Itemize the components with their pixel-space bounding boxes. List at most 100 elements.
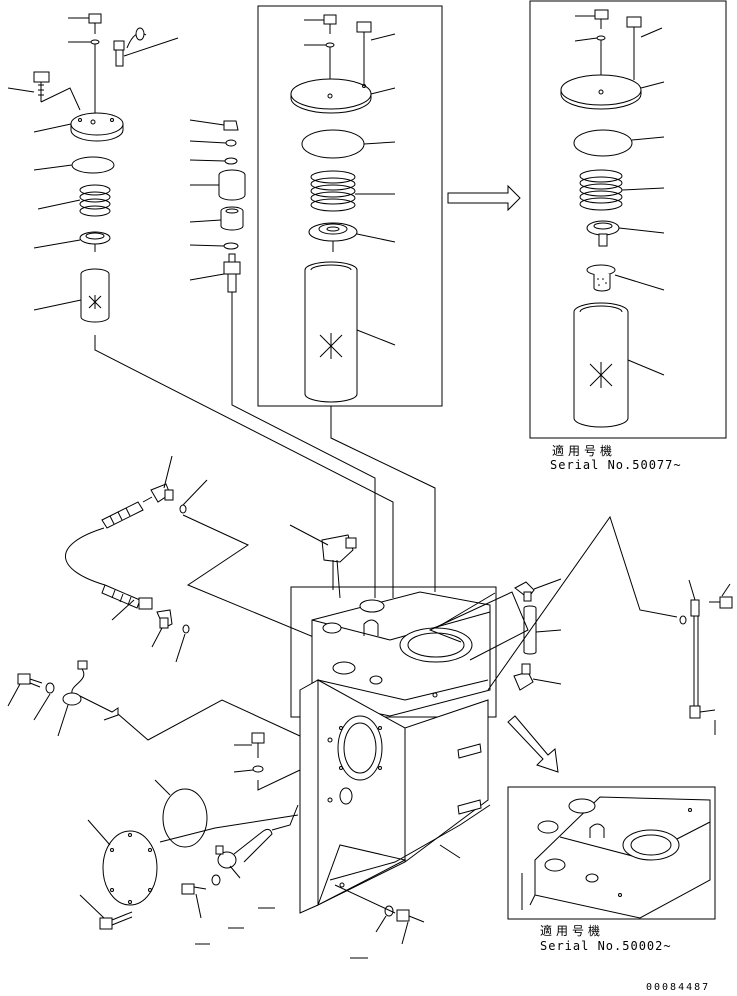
leader-line xyxy=(614,274,665,291)
tank-edge xyxy=(559,836,641,859)
leader-line xyxy=(229,865,241,879)
leader-line xyxy=(163,455,173,489)
detail-box xyxy=(290,586,497,718)
washer-part xyxy=(224,157,238,165)
plug xyxy=(585,873,599,883)
bolt-part xyxy=(251,732,265,758)
leader-line xyxy=(533,578,562,590)
inspection-cover xyxy=(343,722,377,774)
bolt-part xyxy=(323,14,337,34)
breather-part xyxy=(113,27,147,67)
connection-line xyxy=(428,591,529,661)
leader-line xyxy=(721,583,731,597)
leader-line xyxy=(33,299,82,311)
cover-plate xyxy=(70,112,124,142)
filter-element-part xyxy=(304,261,358,403)
leader-line xyxy=(189,219,222,223)
washer-part xyxy=(211,874,221,886)
tank-stand xyxy=(317,844,407,907)
bolt-hole xyxy=(432,692,438,698)
tank-top xyxy=(534,796,711,919)
elbow-fitting xyxy=(156,609,173,629)
washer-part xyxy=(252,765,264,773)
port xyxy=(568,798,596,814)
bolt-hole xyxy=(339,882,345,888)
o-ring-part xyxy=(223,242,239,250)
lower-inset-box xyxy=(507,786,716,920)
leader-line xyxy=(699,709,716,713)
leader-line xyxy=(688,579,696,601)
connection-line xyxy=(94,335,394,598)
washer-part xyxy=(596,35,606,41)
arrow-down-right-icon xyxy=(507,715,559,773)
connection-line xyxy=(487,515,678,691)
spring-part xyxy=(79,184,111,217)
bolt-hole xyxy=(339,726,343,730)
bolt-part xyxy=(396,909,425,923)
lower-inset-caption-jp: 適用号機 xyxy=(540,924,605,938)
bracket xyxy=(589,823,605,838)
hose-fitting xyxy=(101,584,153,610)
level-sensor-part xyxy=(321,534,357,599)
connection-line xyxy=(334,884,396,914)
leader-line xyxy=(57,704,69,737)
cover-plate xyxy=(560,74,642,110)
spring-part xyxy=(579,169,623,211)
filter-element-part xyxy=(80,268,110,323)
leader-line xyxy=(189,119,225,126)
bolt-hole xyxy=(339,766,343,770)
strainer-part xyxy=(586,264,616,292)
drawing-number: 00084487 xyxy=(646,982,711,993)
leader-line xyxy=(79,894,105,919)
leader-line xyxy=(535,629,562,633)
tank-edge xyxy=(311,619,391,641)
leader-line xyxy=(123,37,179,57)
leader-line xyxy=(233,769,254,773)
washer-part xyxy=(225,139,237,147)
leader-line xyxy=(151,627,163,648)
o-ring-part xyxy=(179,504,187,514)
bolt-hole xyxy=(688,808,692,812)
leader-line xyxy=(175,633,186,663)
bolt-part xyxy=(99,911,133,930)
left-filter-assembly xyxy=(7,13,179,323)
leader-line xyxy=(189,273,225,281)
filler-cap xyxy=(544,858,566,872)
leader-line xyxy=(640,81,665,89)
connection-line xyxy=(142,496,153,503)
o-ring-part xyxy=(71,156,115,174)
port xyxy=(359,599,385,613)
filler-cap xyxy=(332,661,356,675)
hose-fitting xyxy=(101,501,144,529)
handle xyxy=(457,743,482,759)
bolt-hole xyxy=(618,893,622,897)
cover-plate xyxy=(290,78,372,114)
port xyxy=(537,820,559,834)
axis-line xyxy=(40,87,81,111)
tank-edge xyxy=(521,873,536,910)
connection-line xyxy=(182,514,317,639)
side-panel xyxy=(299,679,319,914)
connection-line xyxy=(159,814,299,843)
bolt-part xyxy=(17,673,43,688)
filter-element-part xyxy=(573,302,629,428)
sight-gauge-part xyxy=(215,828,273,869)
bolt-part xyxy=(709,596,733,609)
bolt-hole xyxy=(378,766,382,770)
leader-line xyxy=(621,187,665,191)
leader-line xyxy=(7,87,35,93)
center-filter-box xyxy=(257,5,443,592)
leader-line xyxy=(87,819,111,846)
upper-inset-caption-jp: 適用号機 xyxy=(552,444,617,458)
leader-line xyxy=(7,683,21,707)
leader-line xyxy=(370,87,396,95)
sensor-bracket-part xyxy=(62,660,119,721)
handle xyxy=(457,799,482,815)
plug-part xyxy=(218,169,246,201)
sensor-part xyxy=(223,253,241,293)
washer-part xyxy=(45,682,55,694)
elbow-fitting xyxy=(513,663,534,691)
small-parts-column xyxy=(189,119,376,598)
leader-line xyxy=(111,599,135,621)
